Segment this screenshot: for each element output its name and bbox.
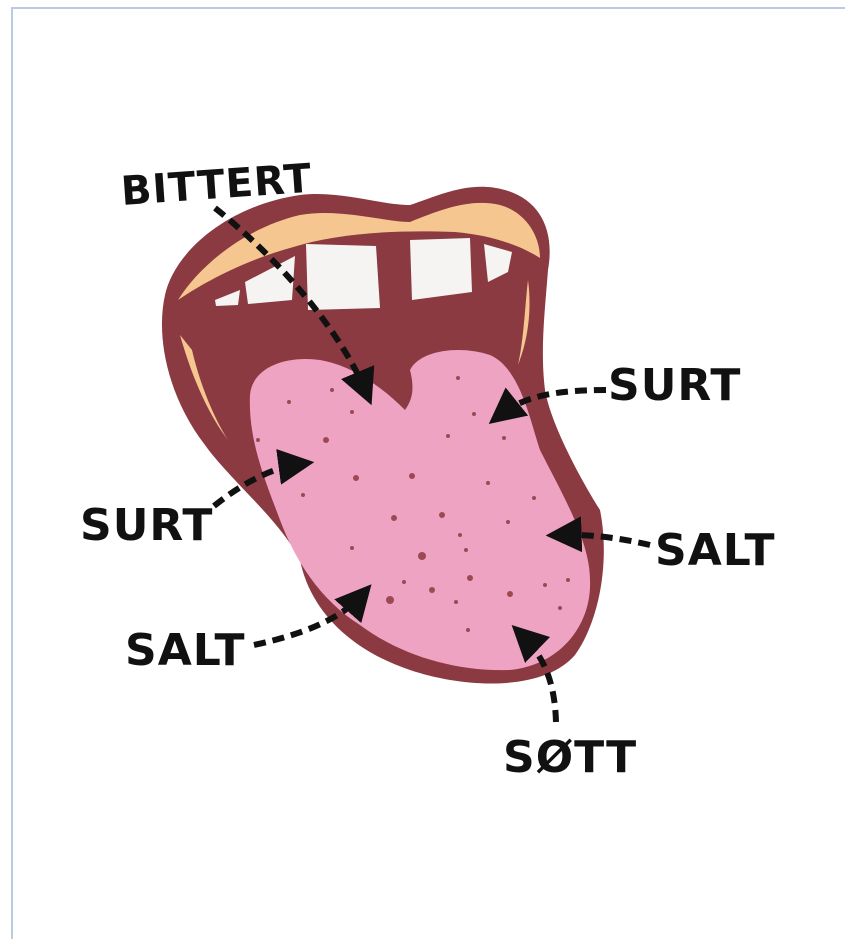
label-sott: SØTT xyxy=(503,732,637,783)
label-surt-left: SURT xyxy=(80,500,213,551)
label-surt-right: SURT xyxy=(608,360,741,411)
mouth-icon xyxy=(162,187,604,684)
label-salt-left: SALT xyxy=(125,625,246,676)
label-salt-right: SALT xyxy=(655,525,776,576)
